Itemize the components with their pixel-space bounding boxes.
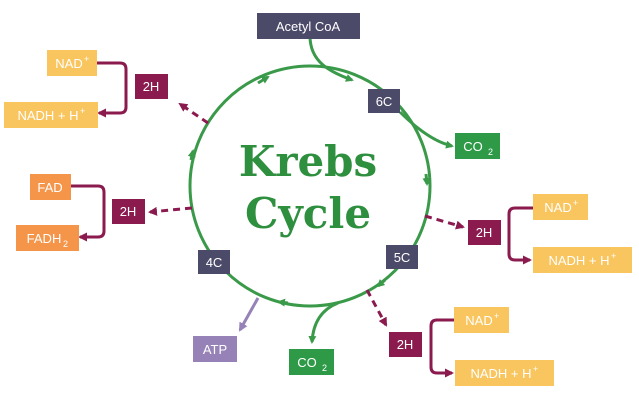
co2-right-box [455,133,500,159]
co2-right-label: CO [463,139,483,154]
h2-box-top-left [135,74,168,99]
ring-arrow [422,173,431,186]
h2-label: 2H [143,79,160,94]
h2-label: 2H [476,225,493,240]
co2-bottom-label: CO [297,355,317,370]
h2-box-right [468,220,501,245]
fad-box [30,174,71,200]
five-c-box [386,245,418,269]
nad-bracket-bottom-right [429,318,454,378]
nad-bracket-top-left [97,61,128,118]
fad-bracket [71,184,106,242]
nadh-label: NADH + H [17,108,78,123]
nad-bracket-right [507,206,533,265]
nadh-box-bottom-right [455,360,554,386]
fadh2-box [16,225,79,251]
fadh2-subscript: 2 [63,239,68,249]
h2-label: 2H [397,337,414,352]
nad-label: NAD [465,313,492,328]
h2-arrow-bottom-right [365,289,388,327]
acetyl-coa-box [257,13,360,39]
co2-right-subscript: 2 [488,147,493,157]
h2-box-mid-left [112,199,145,224]
nadh-superscript: + [611,251,616,261]
nadh-label: NADH + H [470,366,531,381]
fadh2-label: FADH [27,231,62,246]
nad-label: NAD [544,200,571,215]
six-c-label: 6C [376,94,393,109]
nad-superscript: + [84,54,89,64]
ring-arrow [257,75,270,85]
co2-bottom-box [289,349,334,375]
nadh-superscript: + [533,364,538,374]
acetyl-entry-arrow [308,35,354,82]
nad-box-top-left [47,50,97,76]
nad-superscript: + [494,311,499,321]
cycle-ring [188,64,432,308]
acetyl-coa-label: Acetyl CoA [276,19,341,34]
atp-box [193,336,237,362]
nad-label: NAD [55,56,82,71]
co2-bottom-subscript: 2 [322,363,327,373]
co2-bottom-arrow [308,301,339,344]
ring-arrow [277,298,289,307]
atp-arrow [238,297,260,332]
nadh-box-right [533,247,632,273]
nadh-label: NADH + H [548,253,609,268]
atp-label: ATP [203,342,227,357]
nad-box-bottom-right [454,307,509,333]
four-c-label: 4C [206,255,223,270]
fad-label: FAD [37,180,62,195]
five-c-label: 5C [394,250,411,265]
h2-label: 2H [120,204,137,219]
nad-box-right [533,194,588,220]
nadh-superscript: + [80,106,85,116]
nad-superscript: + [573,198,578,208]
ring-arrow [376,278,386,288]
h2-arrow-top-left [178,102,209,125]
h2-arrow-right [424,214,465,230]
title-line-2: Cycle [245,189,371,238]
co2-right-arrow [398,110,454,149]
six-c-box [368,89,400,113]
ring-arrow [187,149,196,161]
h2-box-bottom-right [389,332,422,357]
title-line-1: Krebs [239,137,377,186]
h2-arrow-mid-left [148,206,193,216]
nadh-box-top-left [4,102,98,128]
four-c-box [198,250,230,274]
